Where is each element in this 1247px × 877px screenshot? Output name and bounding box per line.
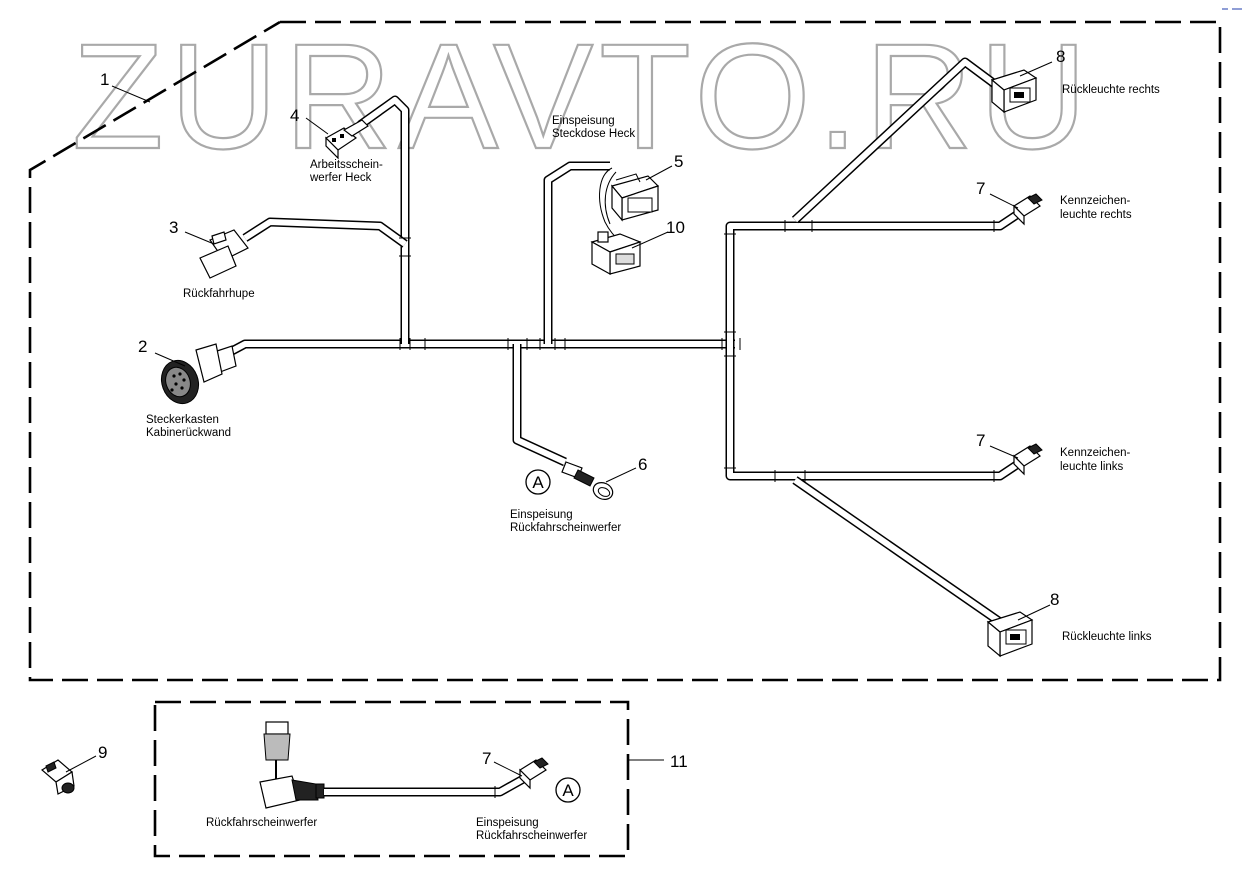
callout-7-links: 7 [976, 431, 985, 450]
connector-4-arbeitsscheinwerfer [325, 119, 369, 160]
wire-5 [604, 171, 617, 225]
callout-6: 6 [638, 455, 647, 474]
label-rueckfahrhupe: Rückfahrhupe [183, 288, 255, 300]
main-frame [28, 20, 1222, 682]
label-steckerkasten: Steckerkasten Kabinerückwand [146, 414, 231, 439]
leader-lines [65, 61, 1053, 777]
marker-a-1: A [525, 469, 551, 495]
connector-8-rueckleuchte-links [986, 611, 1034, 658]
connector-2-steckerkasten [160, 343, 237, 405]
callout-2: 2 [138, 337, 147, 356]
callout-7-kit: 7 [482, 749, 491, 768]
connector-9 [40, 759, 75, 795]
callout-3: 3 [169, 218, 178, 237]
svg-text:A: A [532, 473, 544, 492]
connector-8-rueckleuchte-rechts [990, 69, 1038, 114]
label-rueckleuchte-rechts: Rückleuchte rechts [1062, 84, 1160, 96]
connector-7-kennzeichen-rechts [1013, 193, 1043, 226]
connector-7-kennzeichen-links [1013, 443, 1043, 476]
callout-9: 9 [98, 743, 107, 762]
label-einspeisung-rfs-a: Einspeisung Rückfahrscheinwerfer [510, 509, 621, 534]
callout-11: 11 [670, 752, 688, 771]
label-rueckleuchte-links: Rückleuchte links [1062, 631, 1152, 643]
connector-10 [590, 231, 642, 276]
label-arbeitsscheinwerfer: Arbeitsschein- werfer Heck [309, 159, 386, 184]
connector-6-einspeisung [561, 461, 614, 500]
connector-5-steckdose [610, 173, 660, 222]
connector-3-rueckfahrhupe [199, 229, 249, 279]
callout-8-rechts: 8 [1056, 47, 1065, 66]
callout-5: 5 [674, 152, 683, 171]
svg-text:A: A [562, 781, 574, 800]
callout-4: 4 [290, 106, 299, 125]
label-kennzeichen-links: Kennzeichen- leuchte links [1060, 447, 1134, 473]
kit-frame [153, 700, 630, 858]
label-rueckfahrscheinwerfer: Rückfahrscheinwerfer [206, 817, 317, 829]
harness [227, 57, 1021, 626]
callout-1: 1 [100, 70, 109, 89]
watermark-text: ZURAVTO.RU [72, 12, 1093, 180]
label-kennzeichen-rechts: Kennzeichen- leuchte rechts [1060, 195, 1134, 221]
marker-a-2: A [555, 777, 581, 803]
label-einspeisung-rfs-b: Einspeisung Rückfahrscheinwerfer [476, 817, 587, 842]
callout-10: 10 [666, 218, 685, 237]
label-steckdose: Einspeisung Steckdose Heck [552, 115, 635, 140]
kit-11-rueckfahrscheinwerfer [259, 721, 549, 809]
callout-7-rechts: 7 [976, 179, 985, 198]
callout-8-links: 8 [1050, 590, 1059, 609]
